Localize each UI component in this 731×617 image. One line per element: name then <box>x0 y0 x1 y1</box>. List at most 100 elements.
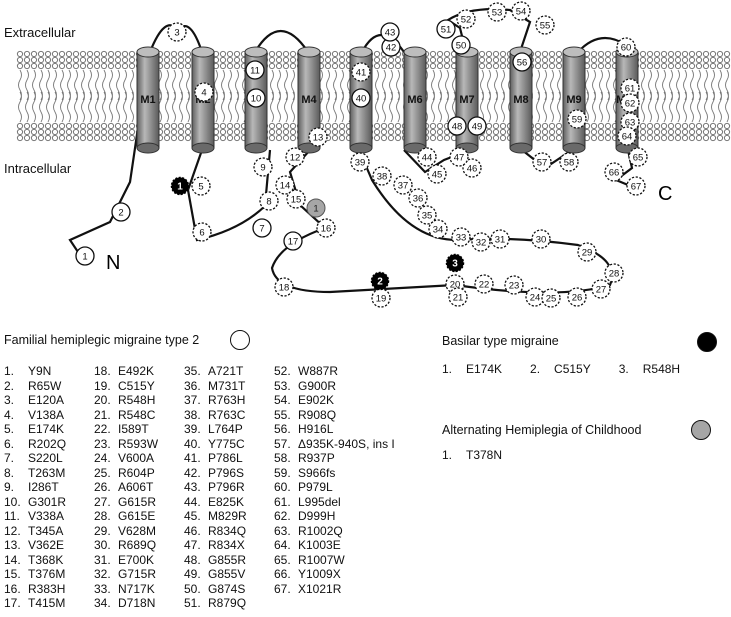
ahc-legend-symbol <box>691 420 711 440</box>
mutation-marker: 34 <box>428 219 448 239</box>
mutation-entry: 57.Δ935K-940S, ins I <box>274 436 395 451</box>
loop-path <box>254 29 309 53</box>
mutation-entry: 33.N717K <box>94 581 155 596</box>
mutation-entry: 16.R383H <box>4 581 66 596</box>
svg-text:12: 12 <box>290 153 301 164</box>
mutation-marker: 4 <box>194 82 214 102</box>
mutation-entry: 32.G715R <box>94 567 157 581</box>
mutation-entry: 40.Y775C <box>184 436 245 451</box>
svg-text:21: 21 <box>453 293 464 304</box>
mutation-entry: 11.V338A <box>4 509 65 523</box>
mutation-marker: 64 <box>617 126 637 146</box>
mutation-marker: 61 <box>620 78 640 98</box>
mutation-marker: 49 <box>467 116 487 136</box>
mutation-entry: 56.H916L <box>274 422 334 436</box>
mutation-entry: 5.E174K <box>4 422 65 436</box>
mutation-marker: 39 <box>350 152 370 172</box>
mutation-entry: 28.G615E <box>94 509 156 523</box>
mutation-marker: 27 <box>591 279 611 299</box>
mutation-entry: 20.R548H <box>94 393 156 407</box>
transmembrane-helices: M1M2M3M4M5M6M7M8M9M10 <box>136 46 639 154</box>
svg-text:5: 5 <box>198 182 203 193</box>
mutation-marker: 57 <box>532 152 552 172</box>
svg-text:22: 22 <box>479 280 490 291</box>
svg-text:10: 10 <box>251 94 262 105</box>
helix-label: M9 <box>566 94 581 106</box>
mutation-entry: 38.R763C <box>184 407 246 422</box>
svg-text:50: 50 <box>456 41 467 52</box>
svg-text:1: 1 <box>177 182 183 193</box>
mutation-entry: 21.R548C <box>94 407 156 422</box>
mutation-entry: 31.E700K <box>94 552 155 567</box>
mutation-entry: 18.E492K <box>94 364 155 378</box>
mutation-marker: 22 <box>474 274 494 294</box>
mutation-marker: 32 <box>471 232 491 252</box>
helix-label: M1 <box>140 94 155 106</box>
mutation-marker: 58 <box>559 152 579 172</box>
mutation-marker: 50 <box>451 35 471 55</box>
svg-text:8: 8 <box>266 197 271 208</box>
mutation-marker: 60 <box>616 37 636 57</box>
svg-text:39: 39 <box>355 158 366 169</box>
mutation-marker: 11 <box>245 60 265 80</box>
svg-text:25: 25 <box>546 294 557 305</box>
mutation-entry: 65.R1007W <box>274 552 345 567</box>
mutation-marker: 25 <box>541 288 561 308</box>
mutation-marker: 41 <box>351 62 371 82</box>
helix-m9: M9 <box>562 46 586 154</box>
mutation-entry: 2.R65W <box>4 378 62 393</box>
svg-text:42: 42 <box>386 43 397 54</box>
mutation-marker: 26 <box>567 287 587 307</box>
svg-text:13: 13 <box>313 133 324 144</box>
mutation-marker: 33 <box>451 227 471 247</box>
loop-path <box>68 59 150 259</box>
basilar-legend-title: Basilar type migraine <box>442 334 559 348</box>
mutation-marker: 52 <box>456 9 476 29</box>
svg-text:36: 36 <box>413 194 424 205</box>
svg-text:56: 56 <box>517 58 528 69</box>
svg-text:40: 40 <box>356 94 367 105</box>
svg-text:30: 30 <box>536 235 547 246</box>
mutation-entry: 12.T345A <box>4 523 64 538</box>
svg-text:63: 63 <box>625 118 636 129</box>
mutation-marker: 44 <box>417 147 437 167</box>
mutation-entry: 41.P786L <box>184 451 243 465</box>
helix-label: M6 <box>407 94 422 106</box>
mutation-marker: 30 <box>531 229 551 249</box>
mutation-entry: 44.E825K <box>184 494 245 509</box>
mutation-marker: 62 <box>620 93 640 113</box>
mutation-entry: 34.D718N <box>94 596 156 610</box>
mutation-entry: 25.R604P <box>94 465 155 480</box>
svg-text:48: 48 <box>452 122 463 133</box>
mutation-entry: 48.G855R <box>184 552 247 567</box>
mutation-entry: 17.T415M <box>4 596 66 610</box>
svg-text:4: 4 <box>201 88 206 99</box>
svg-text:17: 17 <box>288 237 299 248</box>
svg-text:41: 41 <box>356 68 367 79</box>
mutation-entry: 42.P796S <box>184 465 245 480</box>
extracellular-label: Extracellular <box>4 25 76 40</box>
svg-text:33: 33 <box>456 233 467 244</box>
fhm2-legend-title: Familial hemiplegic migraine type 2 <box>4 333 200 347</box>
mutation-entry: 26.A606T <box>94 480 154 494</box>
svg-text:43: 43 <box>385 28 396 39</box>
svg-text:51: 51 <box>441 25 452 36</box>
mutation-entry: 61.L995del <box>274 494 341 509</box>
svg-text:3: 3 <box>452 259 458 270</box>
mutation-marker: 35 <box>417 205 437 225</box>
mutation-entry: 30.R689Q <box>94 538 157 552</box>
svg-text:66: 66 <box>609 168 620 179</box>
mutation-entry: 52.W887R <box>274 364 339 378</box>
svg-text:18: 18 <box>279 283 290 294</box>
mutation-marker: 12 <box>285 147 305 167</box>
mutation-marker: 1 <box>75 246 95 266</box>
mutation-marker: 37 <box>393 175 413 195</box>
svg-text:64: 64 <box>622 132 633 143</box>
mutation-entry: 24.V600A <box>94 451 155 465</box>
mutation-marker: 7 <box>252 218 272 238</box>
mutation-entry: 2.C515Y <box>530 362 591 376</box>
mutation-entry: 14.T368K <box>4 552 64 567</box>
mutation-entry: 66.Y1009X <box>274 567 341 581</box>
